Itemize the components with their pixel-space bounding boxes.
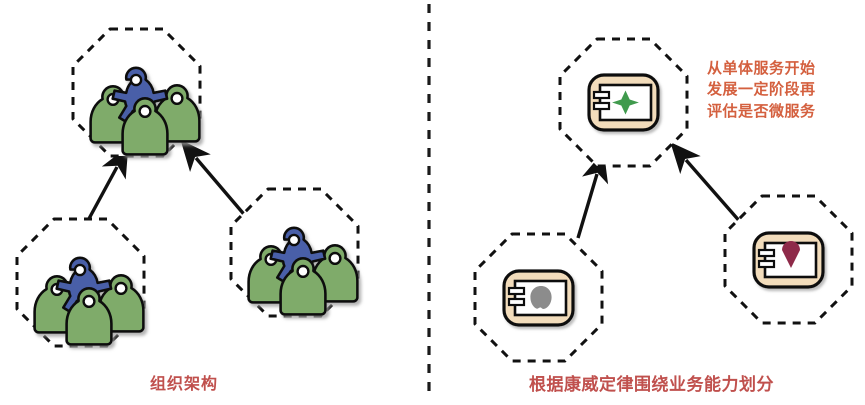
node-service-card-bottom-right[interactable]	[723, 194, 854, 325]
node-team-group-bottom-right[interactable]	[229, 187, 360, 318]
right-panel	[473, 37, 854, 363]
note-line-1: 从单体服务开始	[707, 59, 816, 77]
right-arrow-from-bottom-left	[576, 151, 609, 239]
right-panel-caption: 根据康威定律围绕业务能力划分	[529, 375, 774, 395]
service-card-star-icon	[587, 73, 660, 132]
service-card-gem-icon	[752, 231, 825, 289]
node-service-card-bottom-left[interactable]	[473, 232, 604, 363]
left-arrow-from-bottom-right	[180, 139, 250, 221]
service-card-blob-icon	[502, 269, 575, 327]
node-service-card-top[interactable]	[558, 37, 689, 168]
left-panel-caption: 组织架构	[150, 374, 219, 393]
note-line-3: 评估是否微服务	[707, 101, 816, 120]
note-line-2: 发展一定阶段再	[707, 80, 816, 99]
left-panel	[15, 27, 360, 348]
left-arrow-from-bottom-left	[83, 146, 129, 227]
node-team-group-top[interactable]	[71, 27, 202, 158]
right-arrow-from-bottom-right	[670, 142, 744, 226]
node-team-group-bottom-left[interactable]	[15, 217, 146, 348]
right-panel-note: 从单体服务开始 发展一定阶段再 评估是否微服务	[707, 58, 816, 122]
